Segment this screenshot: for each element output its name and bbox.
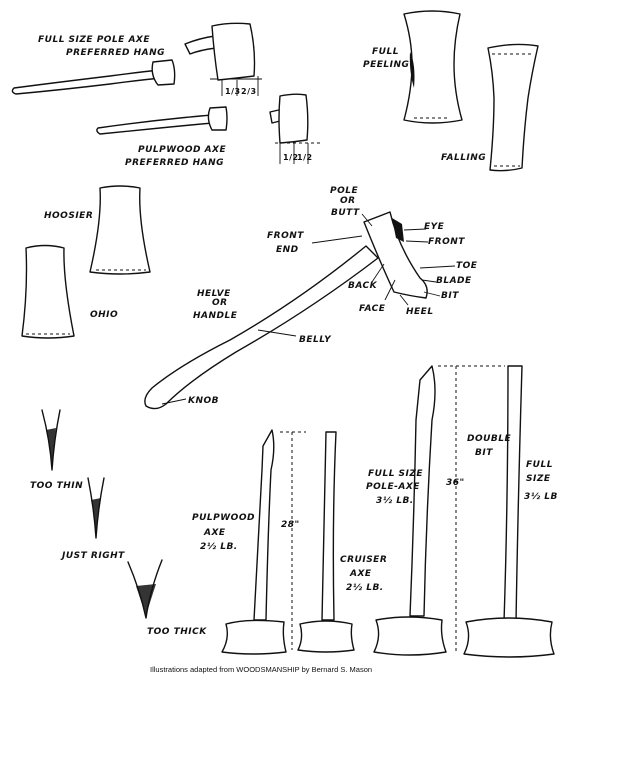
bit-label: BIT <box>441 291 459 301</box>
heel-label: HEEL <box>406 307 434 317</box>
hoosier-ohio-heads: HOOSIER OHIO <box>21 185 151 339</box>
peeling-falling-heads: FULL PEELING FALLING <box>363 10 539 172</box>
hoosier-label: HOOSIER <box>44 211 93 221</box>
or-label-2: OR <box>212 298 228 308</box>
fraction-one-third: 1/3 <box>225 87 241 96</box>
or-label-1: OR <box>340 196 356 206</box>
ohio-label: OHIO <box>90 310 118 320</box>
pulpwood-hang-diagram: PULPWOOD AXE PREFERRED HANG 1/2 1/2 <box>96 93 322 168</box>
dim-28-label: 28" <box>281 520 300 530</box>
pole-axe-hang-label-line1: FULL SIZE POLE AXE <box>38 35 150 45</box>
pole-axe-size-label-line1: FULL SIZE <box>368 469 423 479</box>
labelled-axe-diagram: POLE OR BUTT EYE FRONT FRONT END TOE BLA… <box>144 186 478 410</box>
fraction-half-left: 1/2 <box>283 153 299 162</box>
front-label: FRONT <box>428 237 465 247</box>
fraction-half-right: 1/2 <box>297 153 313 162</box>
too-thin-label: TOO THIN <box>30 481 83 491</box>
full-peeling-label-line2: PEELING <box>363 60 409 70</box>
double-bit-label-line1: DOUBLE <box>467 434 512 444</box>
falling-label: FALLING <box>441 153 486 163</box>
cruiser-axe-label-line2: AXE <box>349 569 372 579</box>
eye-label: EYE <box>424 222 445 232</box>
butt-label: BUTT <box>331 208 360 218</box>
pole-axe-hang-label-line2: PREFERRED HANG <box>66 48 165 58</box>
edge-profiles: TOO THIN JUST RIGHT TOO THICK <box>30 409 207 637</box>
front-end-label-line1: FRONT <box>267 231 304 241</box>
belly-label: BELLY <box>299 335 332 345</box>
pulpwood-axe-label-line3: 2½ LB. <box>200 542 238 552</box>
pole-axe-size-label-line2: POLE-AXE <box>366 482 420 492</box>
pole-label: POLE <box>330 186 358 196</box>
illustration-credit: Illustrations adapted from WOODSMANSHIP … <box>150 665 372 674</box>
axe-sizes: 28" PULPWOOD AXE 2½ LB. CRUISER AXE 2½ L… <box>192 365 558 658</box>
full-size-label-line3: 3½ LB <box>524 492 558 502</box>
pole-axe-hang-diagram: FULL SIZE POLE AXE PREFERRED HANG 1/3 2/… <box>11 22 262 96</box>
full-size-label-line2: SIZE <box>526 474 551 484</box>
pulpwood-hang-label-line1: PULPWOOD AXE <box>138 145 226 155</box>
full-peeling-label-line1: FULL <box>372 47 399 57</box>
double-bit-label-line2: BIT <box>475 448 493 458</box>
back-label: BACK <box>348 281 378 291</box>
helve-label: HELVE <box>197 289 231 299</box>
full-size-label-line1: FULL <box>526 460 553 470</box>
face-label: FACE <box>359 304 386 314</box>
toe-label: TOE <box>456 261 478 271</box>
too-thick-label: TOO THICK <box>147 627 207 637</box>
dim-36-label: 36" <box>446 478 465 488</box>
just-right-label: JUST RIGHT <box>60 551 125 561</box>
cruiser-axe-label-line3: 2½ LB. <box>346 583 384 593</box>
fraction-two-thirds: 2/3 <box>241 87 257 96</box>
pole-axe-size-label-line3: 3½ LB. <box>376 496 414 506</box>
knob-label: KNOB <box>188 396 219 406</box>
blade-label: BLADE <box>436 276 472 286</box>
cruiser-axe-label-line1: CRUISER <box>340 555 387 565</box>
pulpwood-hang-label-line2: PREFERRED HANG <box>125 158 224 168</box>
pulpwood-axe-label-line2: AXE <box>203 528 226 538</box>
front-end-label-line2: END <box>276 245 299 255</box>
handle-label: HANDLE <box>193 311 238 321</box>
pulpwood-axe-label-line1: PULPWOOD <box>192 513 255 523</box>
